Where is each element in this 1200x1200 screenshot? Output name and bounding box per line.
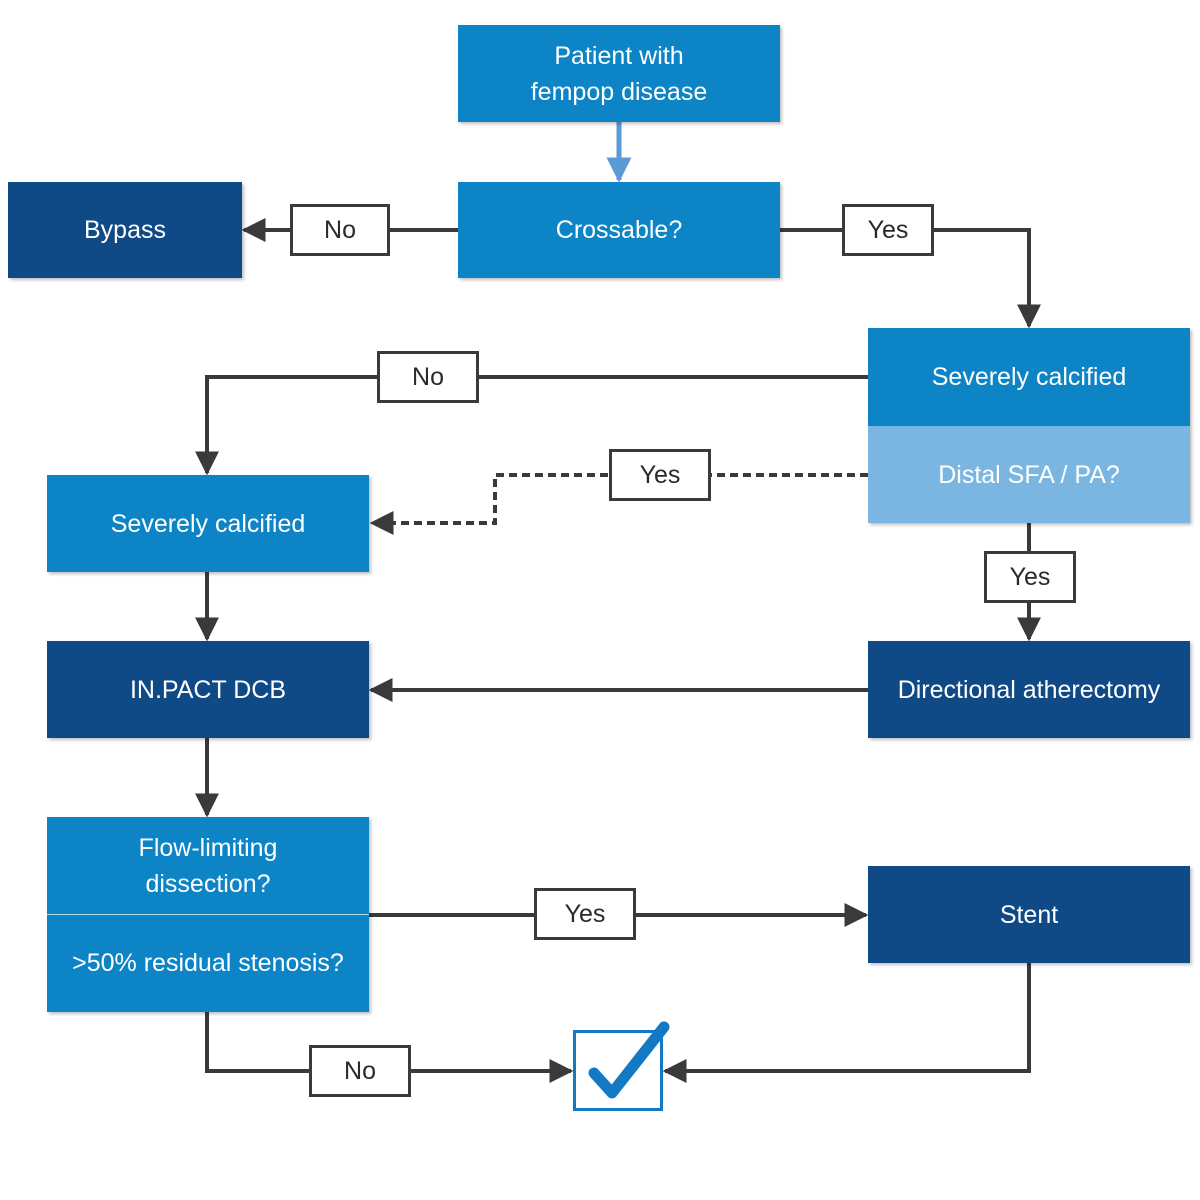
edge-label-distal-yes-down: Yes: [984, 551, 1076, 603]
checkmark-box: [573, 1021, 670, 1111]
edge-label-distal-yes-dashed: Yes: [609, 449, 711, 501]
node-inpact-dcb: IN.PACT DCB: [47, 641, 369, 738]
node-severely-calcified-left: Severely calcified: [47, 475, 369, 572]
node-stent: Stent: [868, 866, 1190, 963]
arrow-calcified-no: [195, 375, 868, 476]
arrow-stent-to-check: [662, 963, 1031, 1083]
node-distal-sfa-pa: Distal SFA / PA?: [868, 426, 1190, 523]
edge-label-calcified-no: No: [377, 351, 479, 403]
node-crossable: Crossable?: [458, 182, 780, 278]
arrow-dissection-no-to-check: [205, 1012, 574, 1083]
edge-label-dissection-no: No: [309, 1045, 411, 1097]
node-severely-calcified-right: Severely calcified: [868, 328, 1190, 426]
edge-label-crossable-yes: Yes: [842, 204, 934, 256]
node-bypass: Bypass: [8, 182, 242, 278]
node-divider: [47, 914, 369, 915]
edge-label-crossable-no: No: [290, 204, 390, 256]
checkmark-icon: [588, 1021, 670, 1099]
node-directional-atherectomy: Directional atherectomy: [868, 641, 1190, 738]
node-flow-limiting-dissection: Flow-limiting dissection?: [47, 817, 369, 914]
node-patient: Patient with fempop disease: [458, 25, 780, 122]
node-residual-stenosis: >50% residual stenosis?: [47, 914, 369, 1012]
edge-label-dissection-yes: Yes: [534, 888, 636, 940]
